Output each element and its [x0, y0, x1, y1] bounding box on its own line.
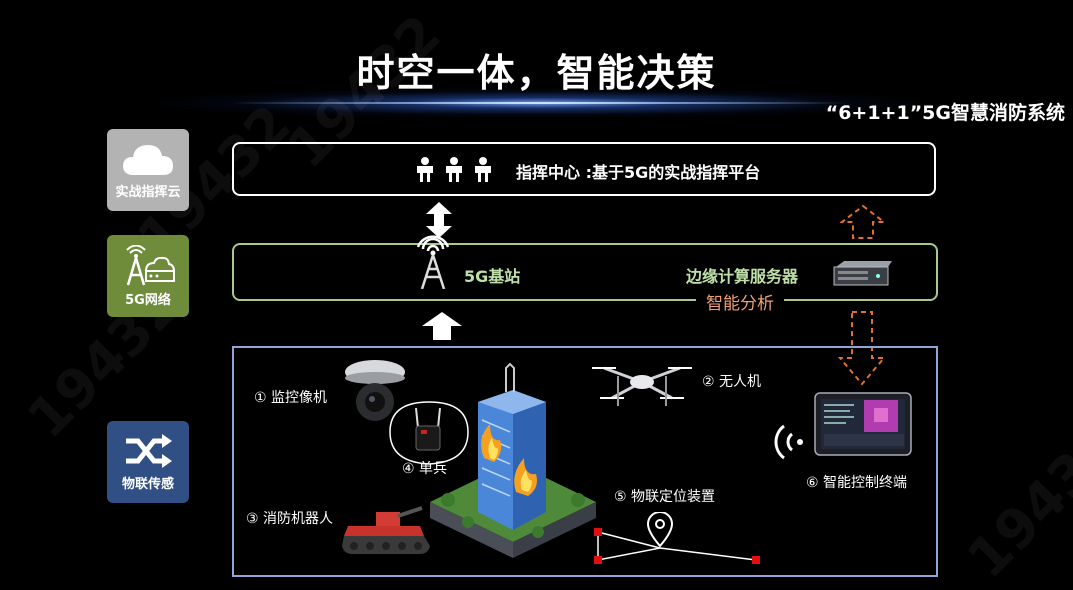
command-center-label: 指挥中心 :基于5G的实战指挥平台	[516, 163, 761, 182]
device-label-robot: ③ 消防机器人	[246, 511, 334, 527]
camera-icon	[345, 360, 405, 421]
side-tile-label: 5G网络	[125, 293, 171, 308]
side-tile-label: 实战指挥云	[115, 185, 181, 200]
side-tile-label: 物联传感	[121, 477, 174, 492]
side-tile-iot: 物联传感	[107, 421, 189, 503]
page-title: 时空一体，智能决策	[356, 51, 717, 95]
wireless-signal-icon	[774, 424, 803, 460]
device-label-drone: ② 无人机	[702, 374, 762, 390]
cell-tower-icon	[416, 235, 450, 289]
iot-layer-box	[232, 346, 938, 577]
shuffle-icon	[126, 434, 172, 468]
device-label-terminal: ⑥ 智能控制终端	[806, 475, 908, 491]
robot-icon	[342, 506, 430, 554]
antenna-router-icon	[126, 245, 176, 286]
dashed-up-arrow	[840, 204, 886, 239]
side-tile-cloud: 实战指挥云	[107, 129, 189, 211]
title-glow-line	[230, 102, 850, 104]
cloud-icon	[123, 145, 173, 175]
control-terminal-icon	[814, 392, 912, 456]
side-tile-network: 5G网络	[107, 235, 189, 317]
device-label-camera: ① 监控像机	[254, 390, 328, 406]
dashed-down-arrow	[838, 311, 886, 386]
building-fire-icon	[430, 362, 596, 558]
device-label-soldier: ④ 单兵	[402, 461, 448, 477]
people-icon	[417, 157, 491, 182]
base-station-label: 5G基站	[464, 267, 521, 286]
server-icon	[833, 261, 892, 286]
up-arrow-icon	[422, 312, 462, 340]
page-subtitle: “6+1+1”5G智慧消防系统	[825, 102, 1065, 124]
device-label-locator: ⑤ 物联定位装置	[614, 489, 716, 505]
location-network-icon	[594, 512, 760, 564]
command-center-box: 指挥中心 :基于5G的实战指挥平台	[232, 142, 936, 196]
edge-server-label: 边缘计算服务器	[686, 267, 799, 286]
drone-icon	[592, 366, 692, 406]
double-arrow-icon	[426, 202, 452, 238]
analysis-label: 智能分析	[696, 289, 784, 314]
network-layer-box: 5G基站 边缘计算服务器 智能分析	[232, 235, 938, 314]
soldier-device-icon	[389, 401, 469, 465]
watermark: 19432	[955, 412, 1073, 590]
